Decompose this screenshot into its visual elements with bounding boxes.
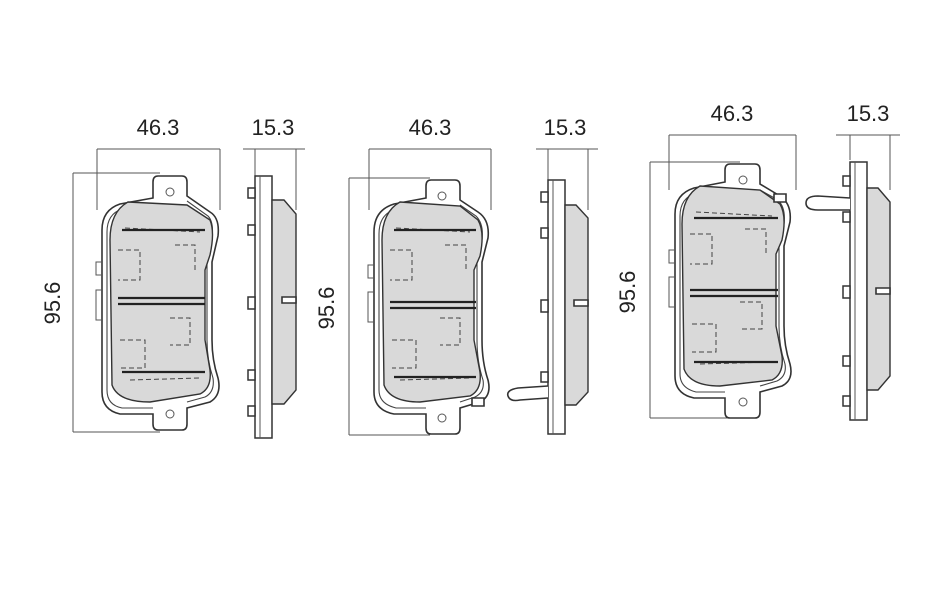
thickness-label-2: 15.3 (544, 115, 587, 140)
pad-set-1: 46.3 95.6 15.3 (40, 115, 305, 439)
wear-sensor-clip-3 (805, 195, 851, 211)
pad-side-view-1 (247, 175, 297, 439)
width-dimension-1: 46.3 (96, 115, 221, 210)
thickness-dimension-3: 15.3 (836, 101, 900, 190)
height-dimension-3: 95.6 (615, 161, 740, 419)
pad-side-view-2 (506, 179, 589, 435)
pad-set-3: 46.3 95.6 15.3 (615, 101, 900, 421)
width-label-2: 46.3 (409, 115, 452, 140)
width-label-3: 46.3 (711, 101, 754, 126)
pad-side-view-3 (805, 161, 891, 421)
height-dimension-2: 95.6 (314, 177, 430, 436)
thickness-label-3: 15.3 (847, 101, 890, 126)
pad-set-2: 46.3 95.6 15.3 (314, 115, 598, 436)
thickness-label-1: 15.3 (252, 115, 295, 140)
pad-front-view-2 (367, 179, 490, 435)
width-dimension-3: 46.3 (668, 101, 797, 190)
width-label-1: 46.3 (137, 115, 180, 140)
height-dimension-1: 95.6 (40, 172, 160, 433)
thickness-dimension-1: 15.3 (243, 115, 305, 210)
height-label-2: 95.6 (314, 287, 339, 330)
wear-sensor-clip-2 (506, 385, 549, 402)
thickness-dimension-2: 15.3 (536, 115, 598, 210)
height-label-1: 95.6 (40, 282, 65, 325)
pad-front-view-3 (668, 163, 792, 419)
pad-front-view-1 (95, 175, 220, 431)
width-dimension-2: 46.3 (368, 115, 492, 210)
height-label-3: 95.6 (615, 271, 640, 314)
